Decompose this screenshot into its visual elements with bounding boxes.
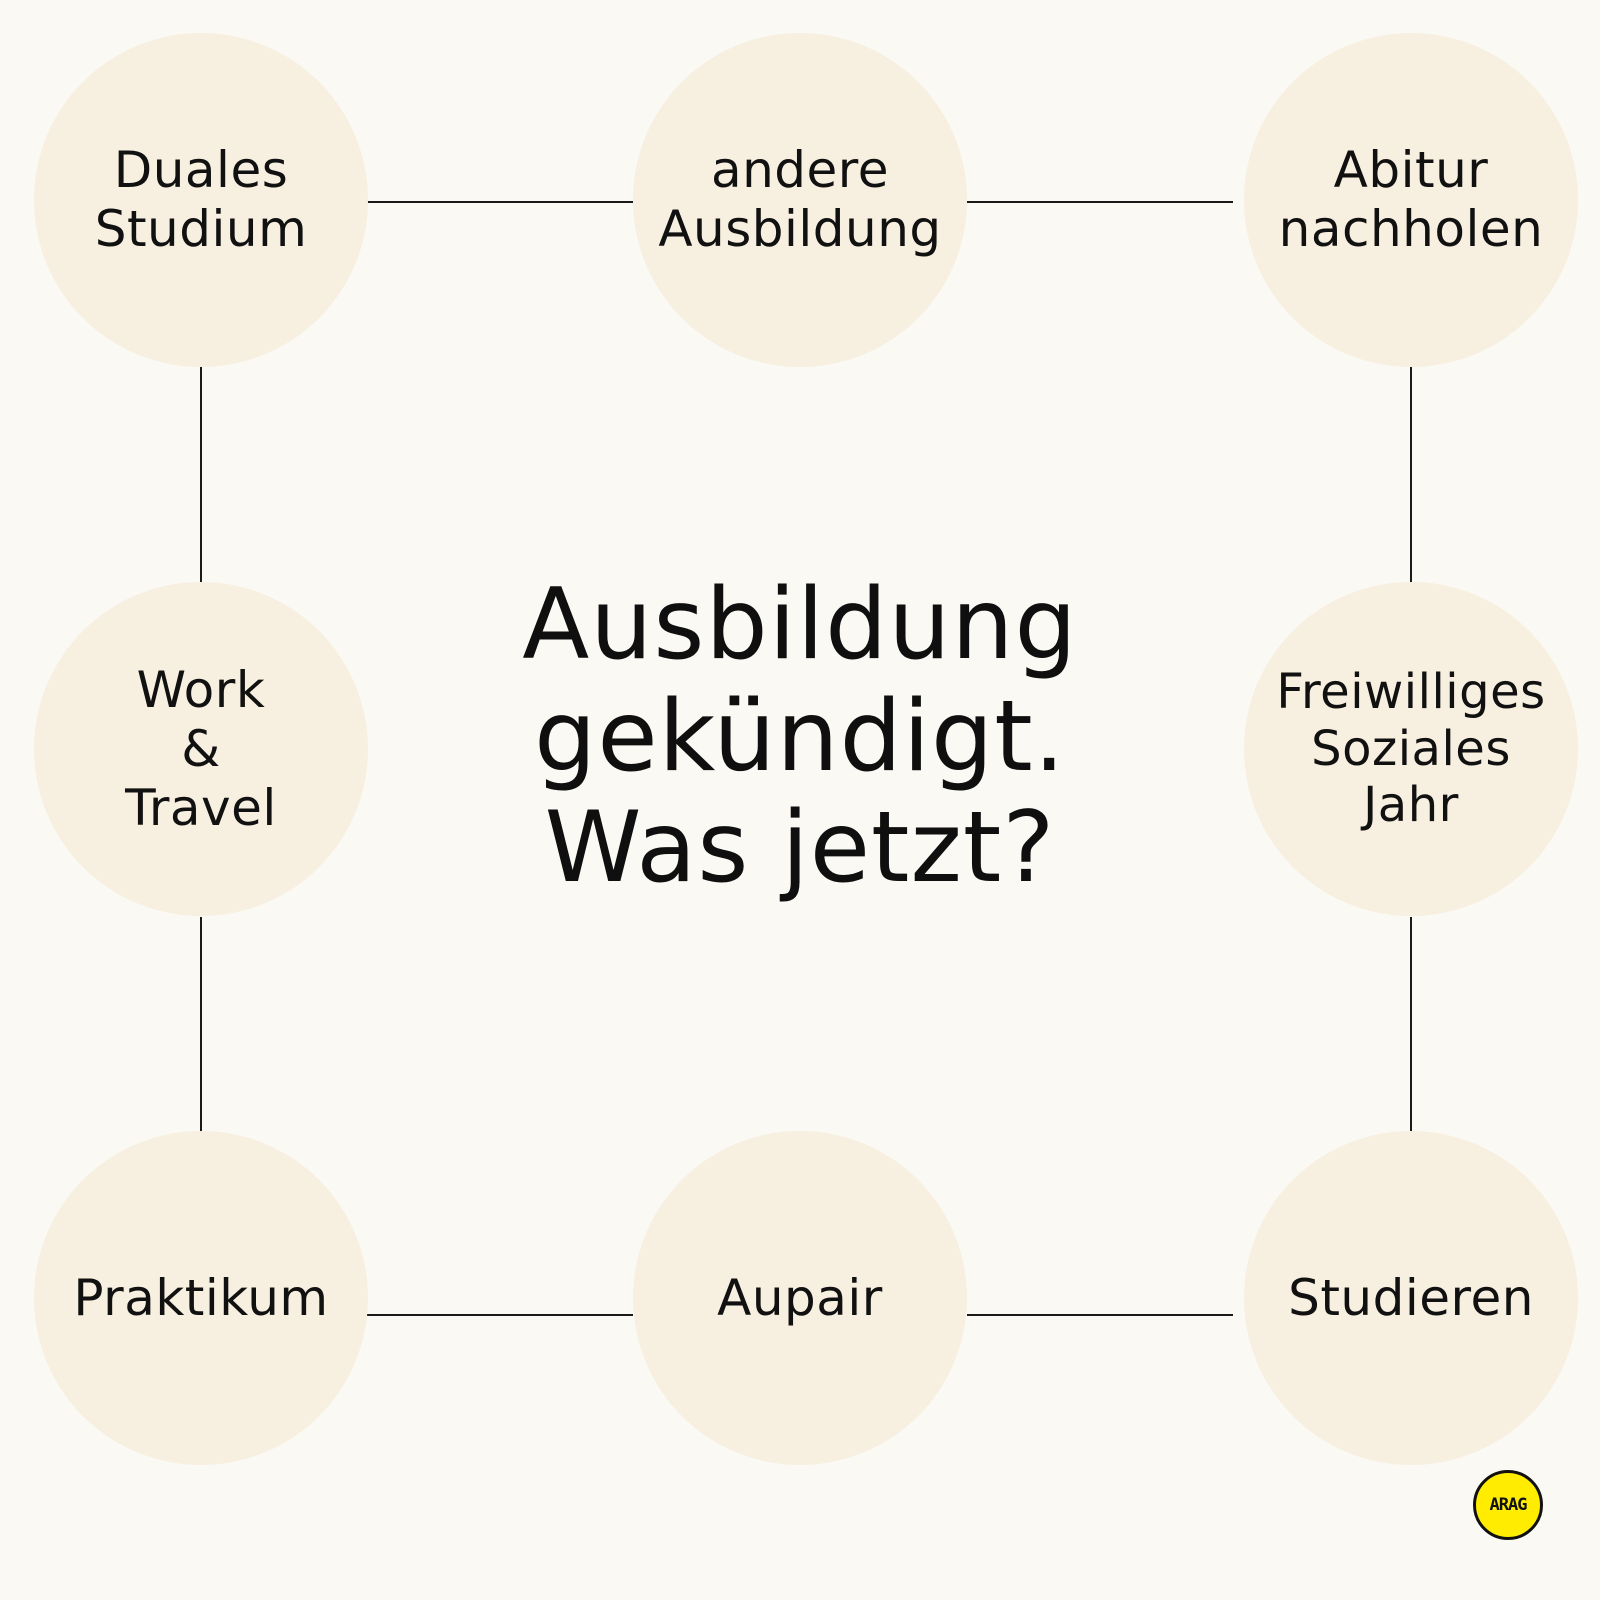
node-abitur-nachholen: Abitur nachholen	[1244, 33, 1578, 367]
node-work-and-travel: Work & Travel	[34, 582, 368, 916]
arag-logo: ARAG	[1473, 1470, 1543, 1540]
connector-duales-to-work	[200, 367, 202, 583]
node-aupair: Aupair	[633, 1131, 967, 1465]
connector-praktikum-to-aupair	[367, 1314, 633, 1316]
node-label-andere-ausbildung: andere Ausbildung	[658, 141, 942, 258]
arag-logo-text: ARAG	[1489, 1495, 1528, 1515]
node-studieren: Studieren	[1244, 1131, 1578, 1465]
node-freiwilliges-soziales-jahr: Freiwilliges Soziales Jahr	[1244, 582, 1578, 916]
center-title: Ausbildung gekündigt. Was jetzt?	[522, 568, 1078, 906]
node-label-abitur-nachholen: Abitur nachholen	[1278, 141, 1544, 258]
connector-abitur-to-fsj	[1410, 367, 1412, 583]
connector-fsj-to-studieren	[1410, 917, 1412, 1133]
connector-aupair-to-studieren	[967, 1314, 1233, 1316]
node-label-praktikum: Praktikum	[73, 1268, 329, 1327]
node-label-freiwilliges-soziales-jahr: Freiwilliges Soziales Jahr	[1276, 664, 1546, 834]
node-label-duales-studium: Duales Studium	[94, 141, 308, 258]
connector-duales-to-andere	[367, 201, 633, 203]
connector-andere-to-abitur	[967, 201, 1233, 203]
node-label-studieren: Studieren	[1288, 1268, 1534, 1327]
node-duales-studium: Duales Studium	[34, 33, 368, 367]
connector-work-to-praktikum	[200, 917, 202, 1133]
node-praktikum: Praktikum	[34, 1131, 368, 1465]
node-andere-ausbildung: andere Ausbildung	[633, 33, 967, 367]
node-label-aupair: Aupair	[717, 1268, 883, 1327]
node-label-work-and-travel: Work & Travel	[125, 660, 277, 837]
